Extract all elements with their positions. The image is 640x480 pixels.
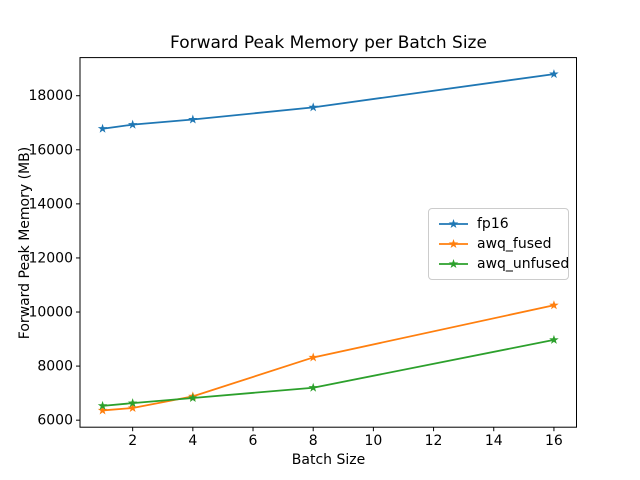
series-line-awq_unfused	[102, 338, 555, 407]
legend-line-sample	[439, 219, 468, 229]
data-point-marker-fp16	[308, 102, 318, 112]
y-tick-label: 8000	[37, 359, 73, 375]
legend-label: awq_fused	[477, 236, 552, 252]
x-tick-label: 10	[364, 433, 382, 449]
data-point-marker-fp16	[549, 69, 559, 79]
y-axis-label: Forward Peak Memory (MB)	[17, 146, 33, 340]
series-line-fp16	[102, 73, 555, 130]
legend: fp16 awq_fused awq_unfused	[428, 208, 569, 280]
data-point-marker-awq_fused	[549, 300, 559, 310]
data-point-marker-awq_unfused	[127, 398, 138, 408]
data-point-marker-awq_fused	[97, 405, 108, 415]
y-tick-label: 14000	[28, 196, 73, 212]
data-point-marker-awq_fused	[127, 403, 138, 413]
legend-label: fp16	[477, 216, 509, 232]
data-point-marker-fp16	[127, 119, 138, 129]
legend-line-sample	[439, 259, 468, 269]
y-tick-label: 18000	[28, 88, 73, 104]
chart-title: Forward Peak Memory per Batch Size	[170, 33, 487, 53]
data-point-marker-awq_fused	[308, 352, 318, 362]
y-tick-label: 10000	[28, 305, 73, 321]
y-tick-label: 6000	[37, 413, 73, 429]
plot-frame	[79, 57, 577, 428]
x-tick-label: 14	[485, 433, 503, 449]
legend-item-awq-unfused: awq_unfused	[438, 254, 569, 274]
y-tick-label: 12000	[28, 250, 73, 266]
data-point-marker-fp16	[188, 114, 198, 124]
y-tick-label: 16000	[28, 142, 73, 158]
x-tick-label: 8	[309, 433, 318, 449]
x-tick-label: 6	[249, 433, 258, 449]
legend-sample-star-icon	[448, 219, 459, 229]
legend-line-sample	[439, 239, 468, 249]
x-tick-label: 16	[545, 433, 563, 449]
legend-item-fp16: fp16	[438, 214, 559, 234]
data-point-marker-awq_unfused	[97, 400, 108, 410]
data-point-marker-awq_unfused	[308, 382, 318, 392]
data-point-marker-awq_unfused	[549, 334, 559, 344]
legend-sample-star-icon	[448, 259, 459, 269]
data-point-marker-fp16	[97, 123, 108, 133]
legend-sample-star-icon	[448, 239, 459, 249]
data-point-marker-awq_unfused	[188, 393, 198, 403]
x-tick-label: 2	[128, 433, 137, 449]
x-axis-label: Batch Size	[291, 452, 366, 468]
series-line-awq_fused	[102, 304, 555, 412]
legend-item-awq-fused: awq_fused	[438, 234, 559, 254]
x-tick-label: 4	[188, 433, 197, 449]
legend-label: awq_unfused	[477, 256, 570, 272]
x-tick-label: 12	[425, 433, 443, 449]
